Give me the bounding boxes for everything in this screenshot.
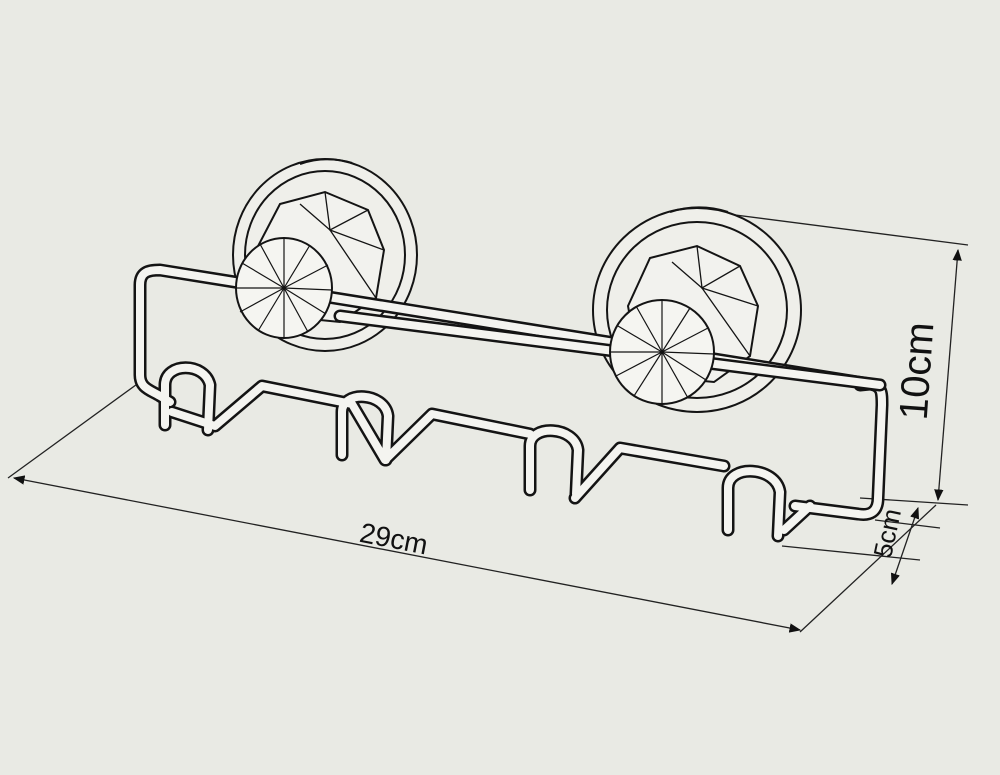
- dimension-lines: [7, 211, 969, 633]
- height-label: 10cm: [892, 321, 943, 422]
- width-dimension-line: [12, 475, 802, 633]
- width-label: 29cm: [357, 517, 430, 560]
- knob-face-right: [609, 299, 715, 405]
- depth-dimension-line: [890, 506, 920, 586]
- width-extension-right: [799, 504, 937, 633]
- height-extension-top: [711, 211, 969, 246]
- width-extension-left: [7, 381, 141, 479]
- knob-face-left: [235, 237, 333, 339]
- height-dimension-line: [934, 248, 962, 502]
